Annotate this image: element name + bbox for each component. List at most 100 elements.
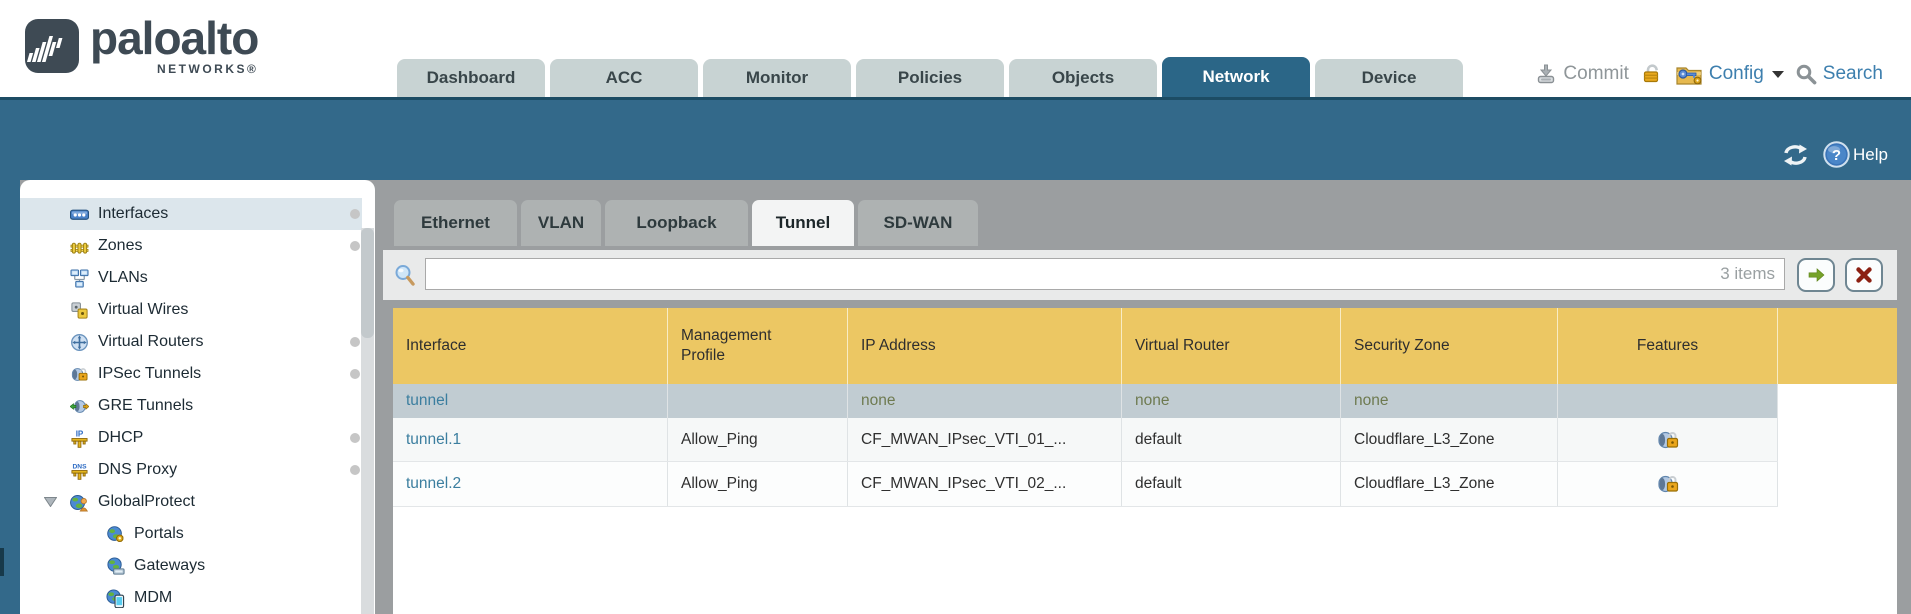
tab-objects[interactable]: Objects — [1009, 59, 1157, 97]
sidebar-item-virtual-routers[interactable]: Virtual Routers — [20, 326, 362, 358]
ipsec-lock-icon — [1657, 431, 1678, 448]
red-x-icon — [1856, 267, 1872, 283]
sidebar-item-portals[interactable]: Portals — [20, 518, 362, 550]
config-label: Config — [1708, 63, 1764, 84]
col-header-ip-address[interactable]: IP Address — [848, 308, 1122, 384]
cell-management-profile: Allow_Ping — [668, 418, 848, 461]
sidebar-item-globalprotect[interactable]: GlobalProtect — [20, 486, 362, 518]
left-edge-handle — [0, 548, 4, 576]
cell-virtual-router: none — [1122, 384, 1341, 418]
col-header-interface[interactable]: Interface — [393, 308, 668, 384]
filter-input-box: 3 items — [425, 258, 1785, 290]
brand-name: paloalto — [90, 12, 259, 64]
filter-search-icon[interactable] — [393, 263, 417, 288]
chevron-down-icon — [1771, 70, 1784, 78]
mdm-icon — [106, 588, 125, 608]
tab-policies[interactable]: Policies — [856, 59, 1004, 97]
lock-open-icon[interactable] — [1640, 62, 1664, 86]
sidebar-item-dns-proxy[interactable]: DNS DNS Proxy — [20, 454, 362, 486]
sidebar-items: Interfaces Zones — [20, 198, 362, 614]
interface-link[interactable]: tunnel.2 — [406, 475, 462, 492]
tab-device[interactable]: Device — [1315, 59, 1463, 97]
cell-security-zone: none — [1341, 384, 1558, 418]
col-header-virtual-router[interactable]: Virtual Router — [1122, 308, 1341, 384]
paloalto-logo-icon — [25, 19, 79, 73]
config-icon — [1676, 66, 1702, 85]
subtab-sdwan[interactable]: SD-WAN — [858, 200, 978, 246]
col-header-management-profile[interactable]: Management Profile — [668, 308, 848, 384]
sidebar-item-label: Interfaces — [98, 205, 169, 222]
cell-interface: tunnel — [393, 384, 668, 418]
cell-management-profile — [668, 384, 848, 418]
commit-label: Commit — [1563, 63, 1629, 84]
left-edge-strip — [0, 180, 20, 614]
status-dot — [350, 369, 360, 379]
cell-interface: tunnel.1 — [393, 418, 668, 461]
sidebar-item-mdm[interactable]: MDM — [20, 582, 362, 614]
zones-icon — [70, 242, 89, 254]
sidebar-item-virtual-wires[interactable]: Virtual Wires — [20, 294, 362, 326]
tab-network[interactable]: Network — [1162, 57, 1310, 97]
cell-features — [1558, 384, 1778, 418]
portals-icon — [107, 525, 124, 542]
sidebar-scrollbar-thumb[interactable] — [361, 228, 374, 338]
help-button[interactable]: ? Help — [1823, 141, 1888, 168]
clear-filter-button[interactable] — [1845, 258, 1883, 292]
commit-icon — [1538, 64, 1555, 84]
sidebar-item-label: Portals — [134, 525, 184, 542]
table-row[interactable]: tunnel.2 Allow_Ping CF_MWAN_IPsec_VTI_02… — [393, 462, 1778, 507]
search-button[interactable]: Search — [1795, 63, 1883, 85]
sidebar-item-interfaces[interactable]: Interfaces — [20, 198, 362, 230]
filter-bar: 3 items — [383, 250, 1897, 300]
green-arrow-icon — [1808, 268, 1825, 282]
tab-monitor[interactable]: Monitor — [703, 59, 851, 97]
sidebar-item-label: IPSec Tunnels — [98, 365, 202, 382]
sidebar-item-vlans[interactable]: VLANs — [20, 262, 362, 294]
subtab-loopback[interactable]: Loopback — [605, 200, 748, 246]
cell-security-zone: Cloudflare_L3_Zone — [1341, 418, 1558, 461]
col-header-security-zone[interactable]: Security Zone — [1341, 308, 1558, 384]
sidebar-item-zones[interactable]: Zones — [20, 230, 362, 262]
sidebar-item-label: Gateways — [134, 557, 206, 574]
sidebar-item-gre-tunnels[interactable]: GRE Tunnels — [20, 390, 362, 422]
expand-triangle-icon[interactable] — [44, 497, 57, 507]
subtab-tunnel[interactable]: Tunnel — [752, 200, 854, 246]
tab-acc[interactable]: ACC — [550, 59, 698, 97]
interface-type-tabs: Ethernet VLAN Loopback Tunnel SD-WAN — [394, 200, 978, 246]
network-sidebar: Interfaces Zones — [20, 180, 375, 614]
interface-link[interactable]: tunnel — [406, 392, 449, 409]
svg-text:DNS: DNS — [72, 463, 87, 470]
brand-logo: paloalto NETWORKS® — [24, 12, 259, 76]
interface-link[interactable]: tunnel.1 — [406, 430, 462, 448]
sidebar-item-label: Zones — [98, 237, 143, 254]
help-label: Help — [1853, 144, 1888, 164]
top-header: paloalto NETWORKS® Dashboard ACC Monitor… — [0, 0, 1911, 97]
sidebar-item-label: DNS Proxy — [98, 461, 178, 478]
header-actions: Commit Config — [1535, 56, 1883, 92]
status-dot — [350, 209, 360, 219]
cell-value: none — [1135, 392, 1170, 409]
table-row[interactable]: tunnel.1 Allow_Ping CF_MWAN_IPsec_VTI_01… — [393, 418, 1778, 462]
sidebar-item-ipsec-tunnels[interactable]: IPSec Tunnels — [20, 358, 362, 390]
col-header-filler — [1778, 308, 1897, 384]
virtual-wires-icon — [71, 301, 88, 319]
apply-filter-button[interactable] — [1797, 258, 1835, 292]
subtab-vlan[interactable]: VLAN — [521, 200, 601, 246]
config-menu[interactable]: Config — [1675, 63, 1784, 86]
cell-virtual-router: default — [1122, 462, 1341, 506]
table-row[interactable]: tunnel none none none — [393, 384, 1778, 418]
cell-ip-address: CF_MWAN_IPsec_VTI_01_... — [848, 418, 1122, 461]
refresh-icon[interactable] — [1782, 144, 1809, 166]
sidebar-item-label: MDM — [134, 589, 173, 606]
commit-button[interactable]: Commit — [1535, 63, 1629, 85]
sidebar-item-dhcp[interactable]: IP DHCP — [20, 422, 362, 454]
filter-input[interactable] — [426, 259, 1784, 289]
col-header-features[interactable]: Features — [1558, 308, 1778, 384]
subtab-ethernet[interactable]: Ethernet — [394, 200, 517, 246]
cell-features — [1558, 462, 1778, 506]
sidebar-item-gateways[interactable]: Gateways — [20, 550, 362, 582]
tab-dashboard[interactable]: Dashboard — [397, 59, 545, 97]
table-header-row: Interface Management Profile IP Address … — [393, 308, 1897, 384]
cell-ip-address: CF_MWAN_IPsec_VTI_02_... — [848, 462, 1122, 506]
